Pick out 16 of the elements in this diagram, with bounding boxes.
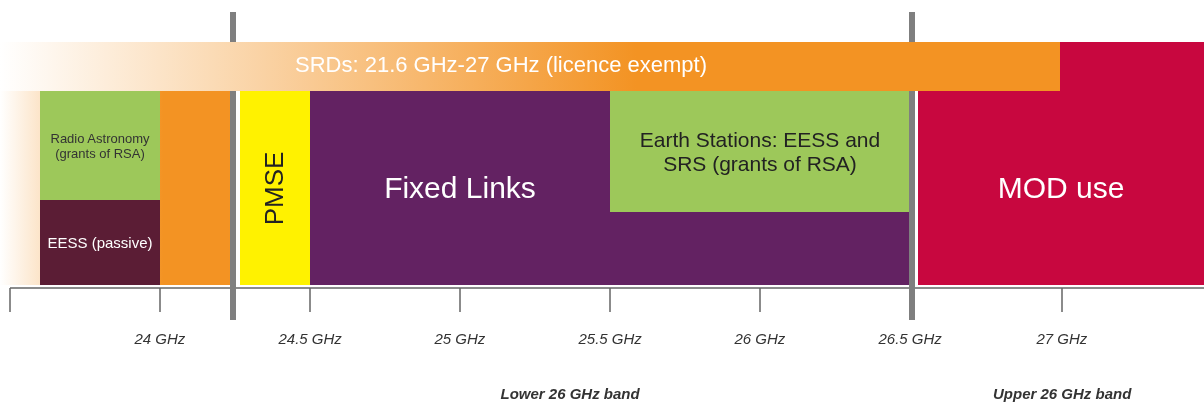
tick-label: 24.5 GHz [278,330,342,347]
allocation-block: MOD use [918,91,1204,285]
tick-label: 27 GHz [1036,330,1088,347]
allocation-block: Radio Astronomy (grants of RSA) [40,91,160,200]
allocation-block: Fixed Links Earth Stations: EESS and SRS (grants of RSA) [310,91,910,285]
band-label: SRDs: 21.6 GHz-27 GHz (licence exempt) [295,52,708,78]
tick-label: 26 GHz [734,330,786,347]
tick-label: 25 GHz [434,330,486,347]
tick-label: 25.5 GHz [578,330,642,347]
allocation-block: EESS (passive) [40,200,160,285]
tick-label: 24 GHz [134,330,186,347]
allocation-block: PMSE [240,91,310,285]
tick-label: 26.5 GHz [878,330,942,347]
band-name: Lower 26 GHz band [500,385,640,402]
band-name: Upper 26 GHz band [993,385,1132,402]
allocation-block: Earth Stations: EESS and SRS (grants of RSA) [610,91,910,212]
